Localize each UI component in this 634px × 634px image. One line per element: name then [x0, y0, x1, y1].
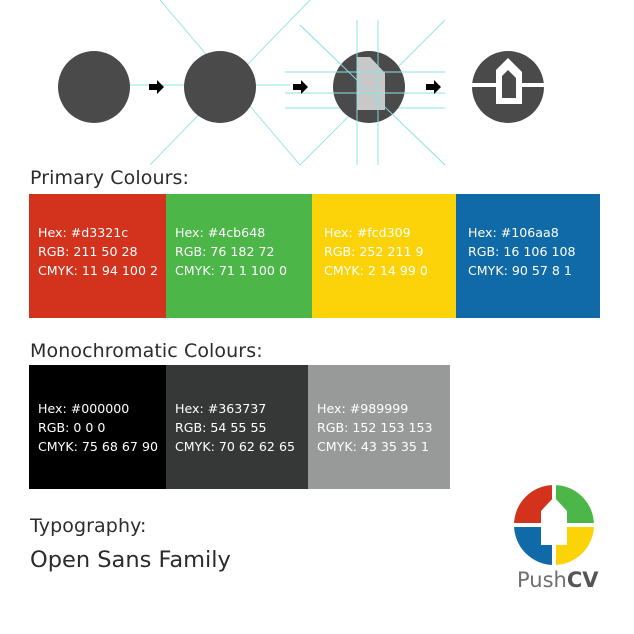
construction-circle-1	[58, 51, 130, 123]
brand-name-bold: CV	[566, 568, 599, 592]
swatch-rgb: RGB: 76 182 72	[175, 244, 275, 259]
swatch-rgb: RGB: 0 0 0	[38, 420, 106, 435]
primary-swatch-yellow: Hex: #fcd309 RGB: 252 211 9 CMYK: 2 14 9…	[312, 194, 456, 318]
mono-swatch-light-grey: Hex: #989999 RGB: 152 153 153 CMYK: 43 3…	[308, 365, 450, 489]
swatch-rgb: RGB: 16 106 108	[468, 244, 576, 259]
swatch-cmyk: CMYK: 71 1 100 0	[175, 263, 287, 278]
swatch-cmyk: CMYK: 43 35 35 1	[317, 439, 429, 454]
swatch-hex: Hex: #106aa8	[468, 225, 559, 240]
mono-colours-title: Monochromatic Colours:	[30, 340, 263, 362]
arrow-right-icon	[426, 80, 441, 94]
mono-swatch-dark-grey: Hex: #363737 RGB: 54 55 55 CMYK: 70 62 6…	[166, 365, 308, 489]
typography-title: Typography:	[30, 515, 147, 537]
logo-construction-diagram	[58, 0, 548, 165]
swatch-rgb: RGB: 54 55 55	[175, 420, 267, 435]
primary-swatch-green: Hex: #4cb648 RGB: 76 182 72 CMYK: 71 1 1…	[166, 194, 312, 318]
swatch-cmyk: CMYK: 70 62 62 65	[175, 439, 295, 454]
swatch-hex: Hex: #4cb648	[175, 225, 266, 240]
brand-name-light: Push	[517, 568, 567, 592]
swatch-rgb: RGB: 152 153 153	[317, 420, 433, 435]
construction-circle-2	[184, 51, 256, 123]
swatch-hex: Hex: #363737	[175, 401, 267, 416]
mono-swatch-black: Hex: #000000 RGB: 0 0 0 CMYK: 75 68 67 9…	[29, 365, 166, 489]
primary-swatch-red: Hex: #d3321c RGB: 211 50 28 CMYK: 11 94 …	[29, 194, 166, 318]
primary-colours-title: Primary Colours:	[30, 167, 190, 189]
swatch-hex: Hex: #fcd309	[324, 225, 411, 240]
swatch-cmyk: CMYK: 11 94 100 2	[38, 263, 158, 278]
swatch-rgb: RGB: 252 211 9	[324, 244, 424, 259]
brand-name: PushCV	[517, 568, 599, 592]
swatch-cmyk: CMYK: 75 68 67 90	[38, 439, 158, 454]
swatch-cmyk: CMYK: 90 57 8 1	[468, 263, 572, 278]
typography-family-name: Open Sans Family	[30, 547, 231, 573]
swatch-cmyk: CMYK: 2 14 99 0	[324, 263, 428, 278]
primary-swatch-blue: Hex: #106aa8 RGB: 16 106 108 CMYK: 90 57…	[456, 194, 600, 318]
arrow-right-icon	[293, 80, 308, 94]
pushcv-logo-icon	[514, 485, 594, 565]
swatch-hex: Hex: #000000	[38, 401, 130, 416]
swatch-hex: Hex: #989999	[317, 401, 409, 416]
swatch-rgb: RGB: 211 50 28	[38, 244, 138, 259]
construction-final-mark	[470, 51, 548, 123]
swatch-hex: Hex: #d3321c	[38, 225, 129, 240]
arrow-right-icon	[149, 80, 164, 94]
